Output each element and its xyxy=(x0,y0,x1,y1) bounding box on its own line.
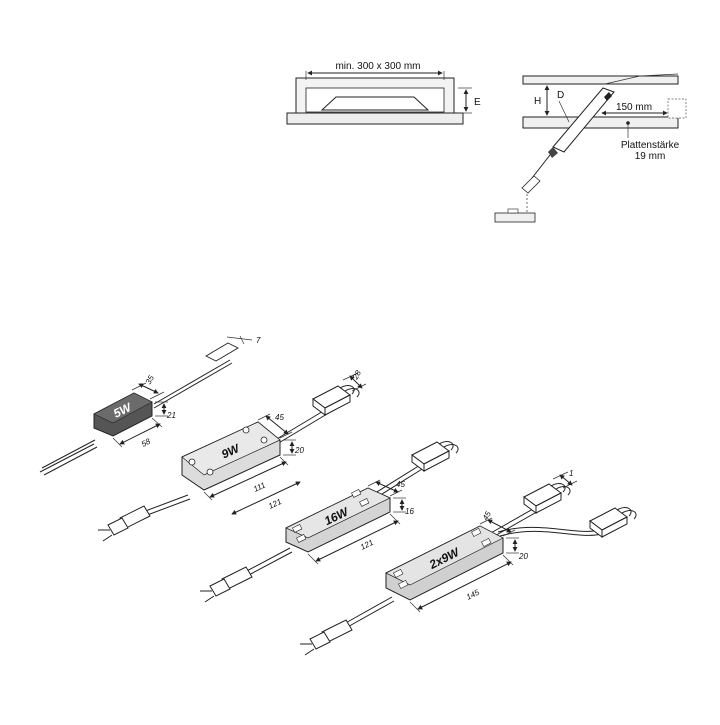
driver-5w: 7 5W 35 21 58 xyxy=(39,335,261,476)
driver-2x9w-connector-size: 1 xyxy=(569,469,573,478)
driver-9w-plug xyxy=(98,505,151,542)
driver-5w-depth: 35 xyxy=(144,373,156,386)
plate-thickness-label: Plattenstärke xyxy=(621,140,680,151)
recess-depth-label: E xyxy=(474,97,481,108)
driver-9w-total: 121 xyxy=(267,497,283,511)
mount-diameter-label: D xyxy=(557,90,564,101)
driver-9w: 28 9W 45 20 111 121 xyxy=(98,368,367,542)
plate-thickness-value: 19 mm xyxy=(635,151,666,162)
driver-2x9w-depth: 45 xyxy=(481,509,493,522)
driver-5w-lead: 7 xyxy=(256,336,261,345)
driver-16w-height: 16 xyxy=(405,507,414,516)
driver-16w-connector xyxy=(411,441,459,472)
mounting-diagram: H D 150 mm Plattenstärke 19 mm xyxy=(494,73,687,223)
recess-size-label: min. 300 x 300 mm xyxy=(335,61,420,72)
driver-2x9w-total: 145 xyxy=(465,587,481,601)
driver-16w-plug xyxy=(200,566,253,603)
driver-9w-depth: 45 xyxy=(275,413,284,422)
driver-2x9w-height: 20 xyxy=(518,552,528,561)
driver-5w-height: 21 xyxy=(166,411,176,420)
driver-9w-connector xyxy=(312,385,360,416)
driver-16w-total: 121 xyxy=(359,538,375,552)
driver-16w-depth: 45 xyxy=(396,480,405,489)
driver-9w-connector-size: 28 xyxy=(350,368,363,381)
recess-diagram: min. 300 x 300 mm E xyxy=(286,61,481,125)
driver-2x9w-connector-b xyxy=(589,507,637,538)
driver-2x9w-plug xyxy=(300,619,353,656)
mount-distance-label: 150 mm xyxy=(616,102,652,113)
driver-2x9w: 1 2x9W 45 20 145 xyxy=(300,469,637,656)
driver-9w-width: 111 xyxy=(252,481,267,494)
driver-9w-height: 20 xyxy=(294,446,304,455)
mount-height-label: H xyxy=(534,96,541,107)
driver-2x9w-connector-a xyxy=(523,483,571,514)
driver-5w-width: 58 xyxy=(140,437,152,449)
